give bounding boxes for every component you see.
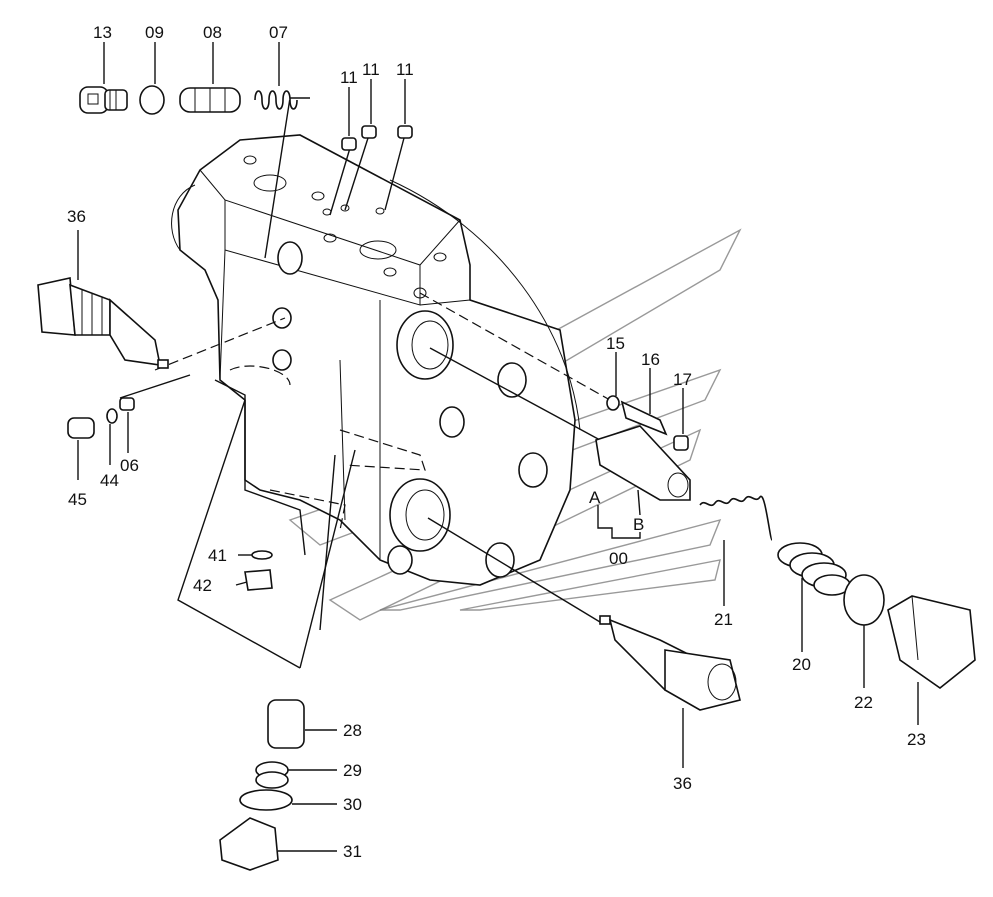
callout-A: A [589, 488, 601, 507]
callout-36-bottom: 36 [673, 774, 692, 793]
callout-11-a: 11 [340, 68, 358, 87]
callout-17: 17 [673, 370, 692, 389]
callout-28: 28 [343, 721, 362, 740]
callout-labels: 13 09 08 07 11 11 11 36 15 16 17 A B 00 … [67, 23, 926, 861]
callout-13: 13 [93, 23, 112, 42]
spring-21 [699, 495, 773, 541]
callout-06: 06 [120, 456, 139, 475]
leader-lines [119, 97, 611, 669]
callout-36-left: 36 [67, 207, 86, 226]
label-leaders [77, 42, 919, 852]
valve-housing [171, 134, 581, 586]
callout-23: 23 [907, 730, 926, 749]
callout-45: 45 [68, 490, 87, 509]
callout-11-c: 11 [396, 60, 414, 79]
callout-11-b: 11 [362, 60, 380, 79]
o-ring-22 [843, 574, 885, 626]
callout-22: 22 [854, 693, 873, 712]
callout-08: 08 [203, 23, 222, 42]
spring-07 [254, 90, 298, 110]
plug-23 [887, 595, 976, 689]
callout-30: 30 [343, 795, 362, 814]
small-parts-left [67, 397, 273, 591]
callout-29: 29 [343, 761, 362, 780]
callout-07: 07 [269, 23, 288, 42]
callout-31: 31 [343, 842, 362, 861]
plug-13 [79, 86, 128, 114]
callout-44: 44 [100, 471, 119, 490]
o-ring-09 [139, 85, 165, 115]
plugs-11 [341, 125, 413, 151]
callout-00: 00 [609, 549, 628, 568]
callout-41: 41 [208, 546, 227, 565]
parts-15-16-17 [595, 395, 691, 501]
callout-42: 42 [193, 576, 212, 595]
relief-valve-36-bottom [599, 615, 741, 711]
springs-20 [777, 542, 851, 596]
callout-21: 21 [714, 610, 733, 629]
callout-09: 09 [145, 23, 164, 42]
stack-28-31 [219, 699, 305, 871]
callout-16: 16 [641, 350, 660, 369]
callout-B: B [633, 515, 644, 534]
relief-valve-36-left [37, 277, 169, 369]
callout-15: 15 [606, 334, 625, 353]
spool-08 [179, 87, 241, 113]
callout-20: 20 [792, 655, 811, 674]
